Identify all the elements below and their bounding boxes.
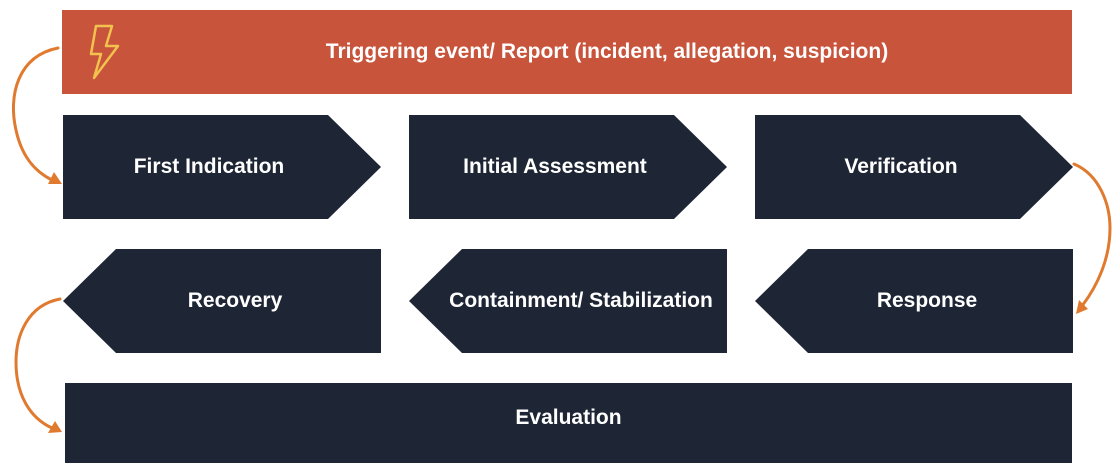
connector-arrow bbox=[1072, 162, 1112, 308]
step-label: Verification bbox=[844, 154, 958, 178]
evaluation-label: Evaluation bbox=[515, 406, 622, 429]
connector-arrowhead bbox=[1076, 300, 1088, 314]
step-label: Response bbox=[876, 288, 978, 312]
step-recovery: Recovery bbox=[63, 249, 381, 353]
connector-arrow bbox=[11, 46, 60, 182]
step-label: Recovery bbox=[187, 288, 283, 312]
step-containment-stabilization: Containment/ Stabilization bbox=[409, 249, 727, 353]
step-first-indication: First Indication bbox=[63, 115, 381, 219]
step-label: Containment/ Stabilization bbox=[449, 288, 713, 312]
step-response: Response bbox=[755, 249, 1073, 353]
trigger-banner-label: Triggering event/ Report (incident, alle… bbox=[325, 40, 889, 63]
step-verification: Verification bbox=[755, 115, 1073, 219]
step-label: First Indication bbox=[133, 154, 285, 178]
connector-arrow bbox=[14, 297, 62, 430]
trigger-banner: Triggering event/ Report (incident, alle… bbox=[62, 10, 1072, 94]
connector-arrowhead bbox=[48, 172, 62, 184]
step-initial-assessment: Initial Assessment bbox=[409, 115, 727, 219]
lightning-bolt-icon bbox=[89, 24, 120, 80]
step-evaluation: Evaluation bbox=[65, 383, 1072, 463]
connector-arrowhead bbox=[48, 421, 62, 433]
step-label: Initial Assessment bbox=[463, 154, 647, 178]
